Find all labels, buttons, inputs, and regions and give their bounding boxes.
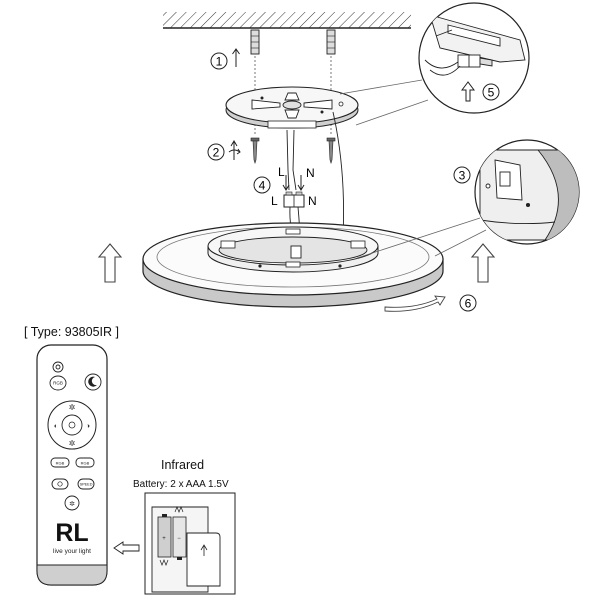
rotate-arrow-icon: [228, 140, 241, 160]
mode-button: [51, 478, 69, 490]
step-6-marker: 6: [459, 294, 477, 312]
step-1-number: 1: [216, 55, 223, 69]
color-right-button: RGB: [75, 457, 95, 468]
neutral-label-top: N: [306, 166, 315, 180]
battery-compartment: + −: [144, 492, 236, 595]
dimmer-pad: ✲ ✲ ◐ ◑: [47, 400, 97, 450]
svg-text:✲: ✲: [69, 500, 75, 508]
remote-brand-logo: RL: [55, 519, 88, 547]
speed-button: SPEED: [77, 478, 95, 490]
night-mode-button: [84, 373, 102, 391]
lamp-body: [142, 222, 444, 308]
ceiling: [163, 12, 411, 29]
step-3-number: 3: [459, 169, 466, 183]
color-left-button: RGB: [50, 457, 70, 468]
model-type-label: [ Type: 93805IR ]: [24, 325, 119, 339]
supply-wires: [286, 129, 297, 191]
brightness-up-icon: ✲: [69, 403, 76, 412]
svg-text:RGB: RGB: [81, 461, 90, 466]
ceiling-anchor-left: [250, 29, 260, 55]
svg-text:RGB: RGB: [53, 381, 63, 386]
step-4-number: 4: [259, 179, 266, 193]
live-label-top: L: [278, 165, 285, 179]
battery-spec-label: Battery: 2 x AAA 1.5V: [133, 479, 229, 490]
rgb-button: RGB: [49, 375, 67, 391]
infrared-label: Infrared: [161, 458, 205, 472]
detail-view-connector: 5: [339, 2, 530, 126]
down-arrow-icon: [282, 175, 305, 191]
up-arrow-icon: [232, 48, 240, 67]
cover-push-arrow-icon: [200, 544, 208, 556]
remote-tagline: live your light: [53, 548, 91, 555]
brightness-down-icon: ✲: [69, 439, 76, 448]
step-6-number: 6: [465, 297, 472, 311]
push-up-arrow-icon: [461, 81, 475, 102]
ceiling-anchor-right: [326, 29, 336, 55]
brightness-button: ✲: [64, 495, 80, 511]
lift-arrow-left-icon: [97, 243, 123, 283]
step-4-marker: 4: [253, 176, 271, 194]
svg-text:−: −: [177, 536, 181, 542]
battery-insert-arrow-icon: [113, 541, 140, 555]
svg-text:+: +: [162, 536, 166, 542]
mounting-plate: [225, 86, 359, 129]
screw-left: [250, 137, 260, 164]
warmer-icon: ◐: [54, 423, 58, 430]
screw-right: [326, 137, 336, 164]
neutral-label-bottom: N: [308, 194, 317, 208]
step-2-number: 2: [213, 146, 220, 160]
step-5-number: 5: [488, 86, 495, 100]
svg-text:SPEED: SPEED: [80, 483, 93, 487]
live-label-bottom: L: [271, 194, 278, 208]
remote-control: RGB ✲ ✲ ◐ ◑ RGB RGB SPEED: [36, 344, 108, 586]
step-1-marker: 1: [210, 52, 228, 70]
power-button: [52, 361, 64, 373]
lift-arrow-right-icon: [470, 243, 496, 283]
step-2-marker: 2: [207, 143, 225, 161]
rotate-direction-arrow-icon: [384, 295, 446, 312]
cooler-icon: ◑: [86, 423, 90, 430]
svg-text:RGB: RGB: [56, 461, 65, 466]
terminal-block: [283, 191, 305, 208]
